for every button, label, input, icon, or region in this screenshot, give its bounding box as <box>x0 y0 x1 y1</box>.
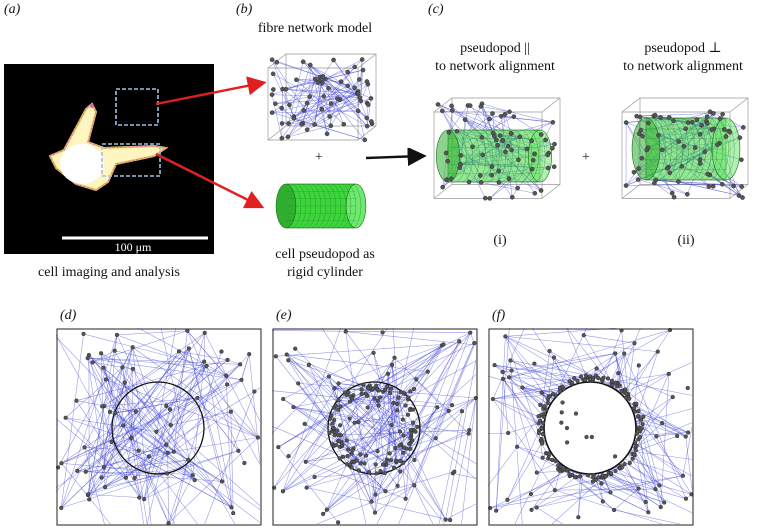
red-arrows <box>155 76 267 209</box>
panel-c-ii-line1: pseudopod ⊥ <box>644 41 722 56</box>
panel-c-ii-line2: to network alignment <box>623 59 743 74</box>
network-section-d <box>56 328 262 526</box>
panel-c-ii-tag: (ii) <box>677 233 695 248</box>
panel-b-caption-line2: rigid cylinder <box>287 265 363 280</box>
black-arrow <box>365 148 427 167</box>
panel-c-label: (c) <box>428 2 444 17</box>
panel-b-caption-line1: cell pseudopod as <box>275 247 375 262</box>
panel-f-label: (f) <box>492 308 506 323</box>
panel-b-plus: + <box>315 150 323 165</box>
panel-a-caption: cell imaging and analysis <box>38 265 180 280</box>
panel-d-label: (d) <box>60 308 77 323</box>
network-cube-perpendicular <box>621 97 749 200</box>
panel-e-label: (e) <box>276 308 292 323</box>
panel-c-plus: + <box>582 150 590 165</box>
panel-a-label: (a) <box>4 2 21 17</box>
network-section-f <box>488 328 694 526</box>
panel-c-i-line1: pseudopod || <box>460 41 530 56</box>
scale-bar-label: 100 μm <box>114 240 152 254</box>
network-cube-b <box>267 53 377 143</box>
panel-b-label: (b) <box>236 2 253 17</box>
panel-c-i-tag: (i) <box>493 233 507 248</box>
rigid-cylinder-figure <box>275 183 367 229</box>
network-section-e <box>272 328 478 526</box>
panel-b-title: fibre network model <box>257 21 373 36</box>
cell-image <box>4 64 214 254</box>
cell-micrograph-svg <box>48 88 208 240</box>
panel-c-i-line2: to network alignment <box>435 59 555 74</box>
network-cube-parallel <box>433 97 561 201</box>
